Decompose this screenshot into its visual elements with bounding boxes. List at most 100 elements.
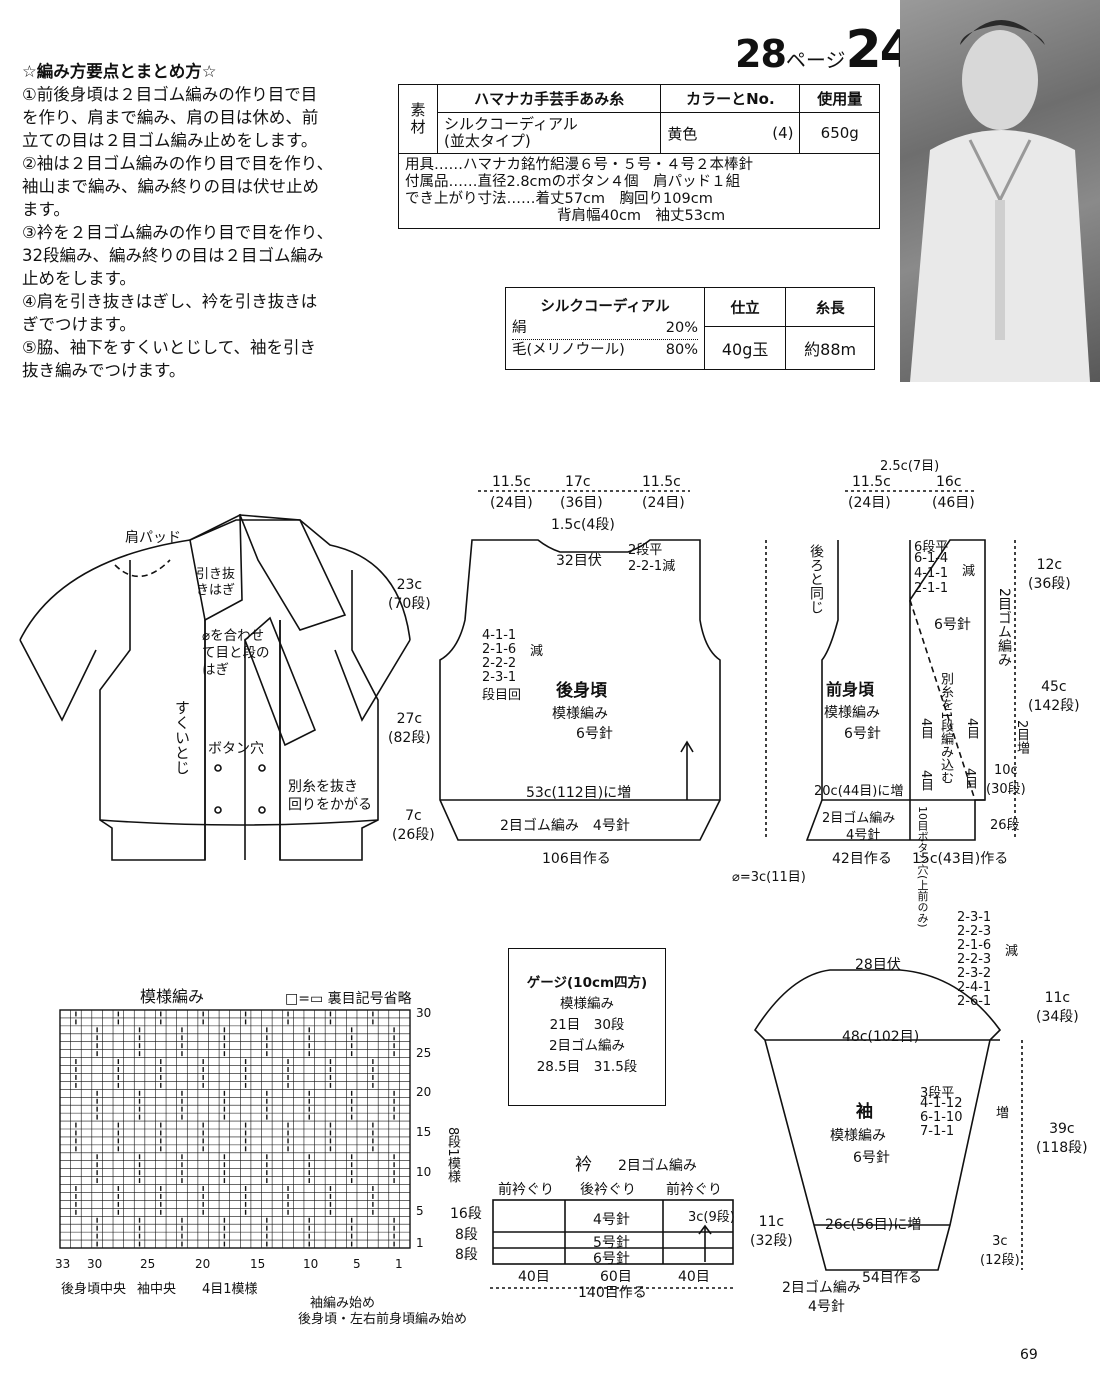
chart-x-tick: 1 (395, 1257, 403, 1271)
back-sts: (24目) (642, 495, 685, 511)
chart-y-tick: 10 (416, 1164, 432, 1179)
sleeve-inc-rows: 3段平 (920, 1086, 955, 1101)
materials-yarn-cell: シルクコーディアル(並太タイプ) (436, 112, 662, 154)
tools-line: 付属品……直径2.8cmのボタン４個 肩パッド１組 (405, 174, 741, 190)
sleeve-inc26: 26c(56目)に増 (825, 1217, 922, 1233)
front-needle: 6号針 (844, 726, 881, 742)
back-sts: (24目) (490, 495, 533, 511)
back-title: 後身頃 (556, 681, 607, 701)
collar-cast: 140目作る (578, 1285, 647, 1301)
gauge-line: 21目 30段 (549, 1017, 625, 1033)
label-sukui: すくいとじ (173, 700, 191, 775)
stitch-chart-grid (59, 1009, 411, 1249)
front-dec-label: 減 (962, 564, 976, 579)
front-h10-cm: 10c (993, 763, 1018, 778)
sleeve-h39: 39c(118段) (1036, 1121, 1088, 1157)
instruction-line: ④肩を引き抜きはぎし、衿を引き抜きは (22, 292, 318, 311)
gauge-line: 2目ゴム編み (548, 1038, 626, 1054)
sleeve-cap-dec: 2-2-3 (957, 924, 992, 939)
front-band: 2目ゴム編み (996, 588, 1012, 667)
instruction-line: 袖山まで編み、編み終りの目は伏せ止め (22, 177, 319, 196)
fiber-finish: 40g玉 (703, 326, 787, 370)
back-h3-cm: 7c (405, 808, 422, 824)
front-cast2: 15c(43目)作る (912, 851, 1009, 867)
chart-legend: □=▭ 裏目記号省略 (285, 991, 412, 1007)
front-sts: (24目) (848, 495, 891, 511)
back-neck-depth: 1.5c(4段) (551, 517, 615, 533)
sleeve-inc-rows: 4-1-12 (920, 1096, 963, 1111)
back-h2: 27c(82段) (388, 711, 431, 747)
back-neck-dec: 2段平 2-2-1減 (628, 543, 676, 574)
instruction-line: 32段編み、編み終りの目は２目ゴム編み (22, 246, 324, 265)
page-number: 69 (1020, 1347, 1038, 1363)
front-rib-needle: 4号針 (846, 828, 881, 843)
chart-x-tick: 10 (303, 1257, 319, 1271)
sleeve-h3: 3c(12段) (980, 1234, 1020, 1268)
back-armhole: 2-2-2 (482, 656, 517, 671)
gauge-line: 28.5目 31.5段 (536, 1059, 638, 1075)
collar-h-cm: 11c (758, 1214, 785, 1230)
back-h3-rows: (26段) (392, 827, 435, 843)
back-dec-label: 減 (530, 644, 544, 659)
collar-needle: 5号針 (593, 1235, 630, 1251)
chart-y-tick: 15 (416, 1125, 432, 1139)
sleeve-h3-rows: (12段) (980, 1253, 1020, 1268)
model-photo (900, 0, 1100, 382)
sleeve-needle: 6号針 (853, 1150, 890, 1166)
front-shoulder-dec: 6-1-4 (914, 551, 949, 566)
page-ref-label: ページ (785, 48, 846, 72)
back-dim: 11.5c (642, 474, 681, 490)
back-inc: 53c(112目)に増 (526, 785, 632, 801)
sleeve-cap-rows: (34段) (1036, 1009, 1079, 1025)
collar-diagram (490, 1199, 735, 1289)
front-h45-rows: (142段) (1028, 698, 1080, 714)
front-body-diagram (765, 490, 1016, 841)
label-button-hole: ボタン穴 (208, 741, 264, 757)
sleeve-pattern: 模様編み (830, 1128, 886, 1144)
fiber-material: 絹 (512, 319, 527, 336)
front-same-back: 後ろと同じ (808, 544, 824, 614)
chart-body-start: 後身頃・左右前身頃編み始め (298, 1312, 468, 1327)
materials-header-color: カラーとNo. (660, 84, 801, 113)
collar-side: 3c(9段) (688, 1210, 735, 1225)
front-dim: 2.5c(7目) (880, 459, 940, 474)
back-body-diagram (439, 490, 721, 841)
chart-y-tick: 1 (416, 1236, 424, 1251)
front-shoulder-dec: 2-1-1 (914, 581, 949, 596)
chart-repeat-rows: 8段1模様 (445, 1127, 460, 1183)
collar-height: 11c(32段) (750, 1214, 793, 1250)
front-cast1: 42目作る (832, 851, 892, 867)
chart-sleeve-start: 袖編み始め (310, 1296, 376, 1311)
instruction-line: ます。 (22, 200, 70, 219)
sleeve-h39-rows: (118段) (1036, 1140, 1088, 1156)
materials-tools: 用具……ハマナカ銘竹絽漫６号・５号・４号２本棒針 付属品……直径2.8cmのボタ… (398, 153, 880, 229)
front-h10-rows: (30段) (986, 782, 1026, 797)
tools-line: 用具……ハマナカ銘竹絽漫６号・５号・４号２本棒針 (405, 157, 753, 173)
back-dim: 17c (565, 474, 591, 490)
sleeve-bind: 28目伏 (855, 957, 901, 973)
model-silhouette (910, 20, 1090, 382)
sleeve-title: 袖 (856, 1102, 873, 1122)
fiber-col-length: 糸長 (785, 287, 875, 327)
instruction-line: 立ての目は２目ゴム編み止めをします。 (22, 131, 318, 150)
instruction-line: ②袖は２目ゴム編みの作り目で目を作り、 (22, 154, 334, 173)
collar-bottom: 40目 (518, 1269, 550, 1285)
instructions-title: ☆編み方要点とまとめ方☆ (22, 62, 217, 81)
sleeve-cap-dec: 2-2-3 (957, 952, 992, 967)
front-needle6: 6号針 (934, 617, 971, 633)
chart-x-tick: 25 (140, 1257, 156, 1271)
label-betsu: 別糸を抜き 回りをかがる (288, 779, 372, 813)
instruction-line: ①前後身頃は２目ゴム編みの作り目で目 (22, 85, 318, 104)
front-title: 前身頃 (826, 680, 875, 699)
front-dim: 16c (936, 474, 962, 490)
fiber-material: 毛(メリノウール) (512, 341, 625, 358)
sleeve-diagram (753, 969, 1023, 1271)
front-h12-rows: (36段) (1028, 576, 1071, 592)
collar-sub: 2目ゴム編み (618, 1158, 697, 1174)
sleeve-cap-dec: 2-4-1 (957, 980, 992, 995)
chart-y-tick: 30 (416, 1006, 432, 1020)
front-four: 4目 (962, 768, 977, 790)
front-pattern: 模様編み (824, 705, 880, 721)
fiber-percent: 20% (665, 319, 698, 336)
